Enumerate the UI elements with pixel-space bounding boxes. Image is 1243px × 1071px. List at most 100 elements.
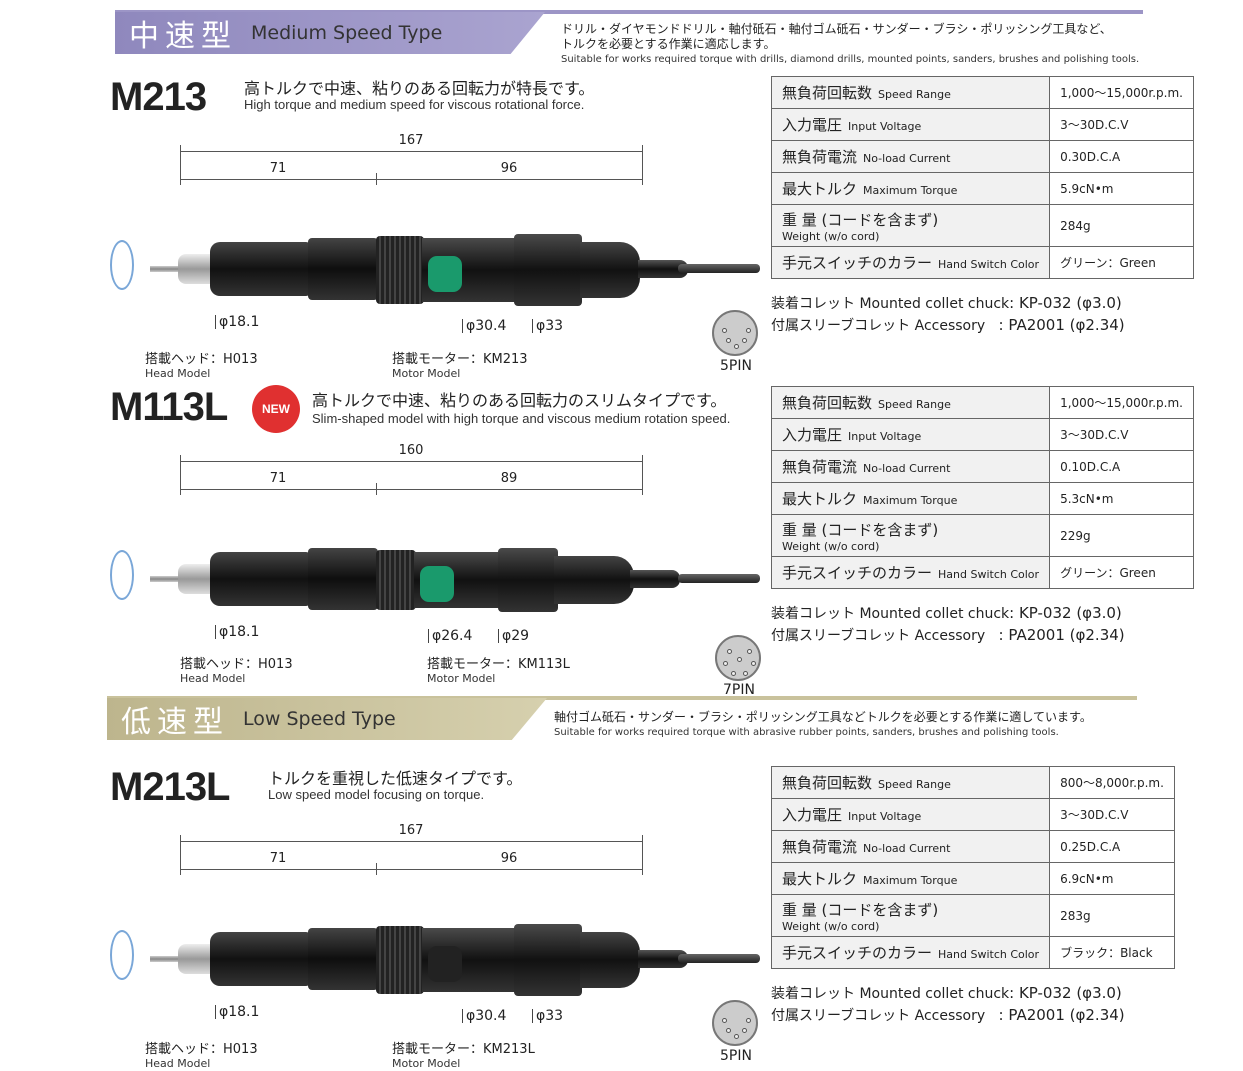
motor-model-label: 搭載モーター：	[427, 657, 519, 672]
spec-label-jp: 最大トルク	[782, 180, 858, 198]
accessory-label-jp: 付属スリーブコレット	[771, 1008, 911, 1024]
head-diameter: φ18.1	[215, 1005, 259, 1019]
dimension-total	[180, 461, 642, 462]
spec-label: 重 量 (コードを含まず)Weight (w/o cord)	[770, 204, 1051, 247]
spec-label-jp: 無負荷電流	[782, 148, 858, 166]
rotation-direction-icon	[110, 930, 134, 980]
description-jp: トルクを重視した低速タイプです。	[268, 771, 523, 788]
spec-label-en: Weight (w/o cord)	[782, 229, 880, 243]
spec-label-jp: 無負荷回転数	[782, 774, 873, 792]
spec-label-jp: 重 量 (コードを含まず)	[782, 520, 939, 539]
accessory-label-jp: 付属スリーブコレット	[771, 628, 911, 644]
hand-switch[interactable]	[420, 566, 454, 602]
spec-label-jp: 入力電圧	[782, 116, 843, 134]
desc-en: Suitable for works required torque with …	[561, 54, 1140, 65]
hand-switch[interactable]	[428, 256, 462, 292]
collet-label-jp: 装着コレット	[771, 986, 855, 1002]
collet-label-en: Mounted collet chuck	[859, 296, 1010, 312]
spec-label-jp: 手元スイッチのカラー	[782, 564, 933, 582]
spec-label-en: No-load Current	[863, 842, 951, 855]
spec-label-en: Weight (w/o cord)	[782, 539, 880, 553]
dimension-motor-label: 96	[500, 161, 518, 176]
dimension-total-label: 160	[398, 443, 424, 458]
accessory-label-en: Accessory	[914, 1008, 986, 1024]
connector-pin-icon	[712, 1000, 758, 1046]
head-model-value: H013	[223, 352, 258, 367]
spec-value: 6.9cN•m	[1049, 862, 1175, 895]
spec-label-en: Maximum Torque	[863, 494, 958, 507]
spec-label-jp: 手元スイッチのカラー	[782, 944, 933, 962]
rotation-direction-icon	[110, 240, 134, 290]
mounted-collet: 装着コレット Mounted collet chuck: KP-032 (φ3.…	[771, 603, 1122, 623]
rear-diameter: φ33	[532, 1009, 563, 1023]
motor-diameter: φ30.4	[462, 319, 506, 333]
spec-value: 0.25D.C.A	[1049, 830, 1175, 863]
spec-value: 229g	[1049, 514, 1194, 557]
collet-label-jp: 装着コレット	[771, 296, 855, 312]
spec-label-en: Input Voltage	[848, 120, 922, 133]
spec-label: 重 量 (コードを含まず)Weight (w/o cord)	[770, 894, 1051, 937]
connector-pin-icon	[712, 310, 758, 356]
connector-pin-icon	[715, 635, 761, 681]
rotation-direction-icon	[110, 550, 134, 600]
spec-label-jp: 無負荷回転数	[782, 394, 873, 412]
spec-value: 284g	[1049, 204, 1194, 247]
spec-row: 無負荷回転数 Speed Range 800〜8,000r.p.m.	[770, 766, 1175, 799]
spec-row: 重 量 (コードを含まず)Weight (w/o cord) 284g	[770, 204, 1194, 247]
product-m213: M213 高トルクで中速、粘りのある回転力が特長です。 High torque …	[0, 75, 1243, 380]
accessory-label-en: Accessory	[914, 318, 986, 334]
dimension-tick	[376, 863, 377, 875]
head-model-en: Head Model	[145, 367, 211, 380]
motor-model-value: KM113L	[518, 657, 570, 672]
spec-label-en: Maximum Torque	[863, 184, 958, 197]
motor-model: 搭載モーター：KM113L Motor Model	[427, 653, 570, 685]
spec-value: 0.30D.C.A	[1049, 140, 1194, 173]
medium-speed-description: ドリル・ダイヤモンドドリル・軸付砥石・軸付ゴム砥石・サンダー・ブラシ・ポリッシン…	[561, 22, 1139, 67]
spec-label-jp: 無負荷電流	[782, 458, 858, 476]
dimension-head	[180, 489, 376, 490]
hand-switch[interactable]	[428, 946, 462, 982]
spec-label-en: Maximum Torque	[863, 874, 958, 887]
accessory-collet: 付属スリーブコレット Accessory : PA2001 (φ2.34)	[771, 625, 1125, 645]
spec-value: ブラック：Black	[1049, 936, 1175, 969]
spec-label-jp: 重 量 (コードを含まず)	[782, 210, 939, 229]
head-model-label: 搭載ヘッド：	[145, 352, 224, 367]
section-title-jp: 低速型	[121, 705, 229, 740]
spec-value: 3〜30D.C.V	[1049, 798, 1175, 831]
head-model-value: H013	[223, 1042, 258, 1057]
mounted-collet: 装着コレット Mounted collet chuck: KP-032 (φ3.…	[771, 293, 1122, 313]
dimension-head	[180, 179, 376, 180]
desc-en: Suitable for works required torque with …	[554, 727, 1059, 738]
spec-label-en: Speed Range	[878, 778, 951, 791]
spec-label: 入力電圧 Input Voltage	[770, 108, 1051, 141]
collet-value: : KP-032 (φ3.0)	[1009, 604, 1122, 622]
description-jp: 高トルクで中速、粘りのある回転力が特長です。	[244, 81, 595, 98]
dimension-motor-label: 96	[500, 851, 518, 866]
handpiece-image	[150, 900, 760, 1000]
spec-row: 最大トルク Maximum Torque 6.9cN•m	[770, 862, 1175, 895]
motor-model-en: Motor Model	[427, 672, 496, 685]
dimension-head-label: 71	[269, 851, 287, 866]
spec-row: 重 量 (コードを含まず)Weight (w/o cord) 229g	[770, 514, 1194, 557]
spec-label-jp: 最大トルク	[782, 870, 858, 888]
spec-value: 800〜8,000r.p.m.	[1049, 766, 1175, 799]
collet-label-jp: 装着コレット	[771, 606, 855, 622]
spec-value: 283g	[1049, 894, 1175, 937]
head-model-label: 搭載ヘッド：	[145, 1042, 224, 1057]
spec-value: 5.3cN•m	[1049, 482, 1194, 515]
dimension-head-label: 71	[269, 471, 287, 486]
